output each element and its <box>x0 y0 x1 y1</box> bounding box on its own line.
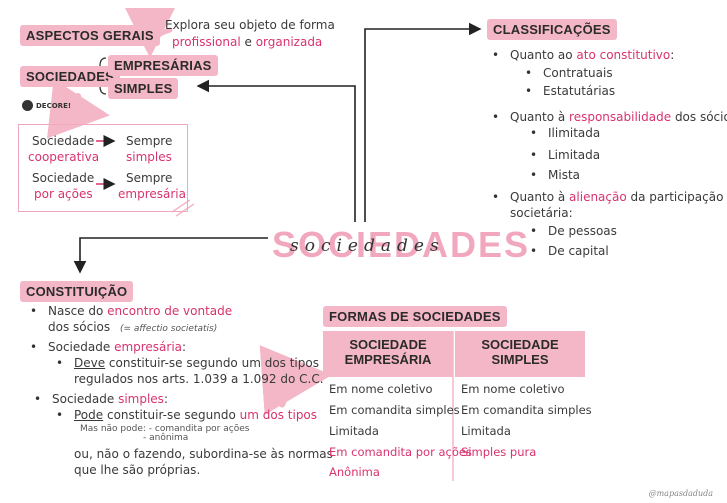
const-b3-line4: que lhe são próprias. <box>74 463 201 477</box>
arrow-to-classificacoes <box>364 22 482 222</box>
class-g1-item: Contratuais <box>525 66 612 82</box>
center-title-block: SOCIEDADES <box>272 224 531 265</box>
table-cell: Limitada <box>461 424 511 438</box>
table-cell: Em comandita simples <box>461 403 592 417</box>
empresarias-box: EMPRESÁRIAS <box>108 55 218 76</box>
g1-hl: ato constitutivo <box>576 48 671 62</box>
b3-sub-u: Pode <box>74 408 104 422</box>
pink-curve-arrow-table <box>259 345 332 415</box>
class-g3-line2: societária: <box>510 206 573 220</box>
class-g1-item: Estatutárias <box>525 84 615 100</box>
const-b1-line2: dos sócios (= affectio societatis) <box>48 320 217 336</box>
table-cell: Limitada <box>329 424 379 438</box>
b2-post: : <box>182 340 187 354</box>
g3-pre: Quanto à <box>510 190 570 204</box>
col2-head-line1: SOCIEDADE <box>481 337 559 352</box>
table-cell: Em nome coletivo <box>329 382 433 396</box>
b1-pre: Nasce do <box>48 304 108 318</box>
example1-left-a: Sociedade <box>32 134 95 148</box>
sociedades-label: SOCIEDADES <box>20 66 120 87</box>
simples-box: SIMPLES <box>108 78 179 99</box>
col2-head-line2: SIMPLES <box>491 351 549 367</box>
class-group1: Quanto ao ato constitutivo: <box>492 48 675 64</box>
arrow-to-aspectos <box>196 79 356 222</box>
table-cell: Em comandita simples <box>329 403 460 417</box>
example1-right-b: simples <box>126 150 172 164</box>
class-group3: Quanto à alienação da participação <box>492 190 724 206</box>
g2-hl: responsabilidade <box>569 110 672 124</box>
center-title: SOCIEDADES sociedades <box>268 222 528 266</box>
const-b3-note-b: - anônima <box>143 433 189 443</box>
example1-right-a: Sempre <box>126 134 173 148</box>
b3-post: : <box>163 392 168 406</box>
table-cell: Em comandita por ações <box>329 445 472 459</box>
table-cell: Anônima <box>329 465 380 479</box>
brain-icon <box>22 100 33 111</box>
g2-pre: Quanto à <box>510 110 570 124</box>
g1-post: : <box>670 48 675 62</box>
const-b2-sub-line2: regulados nos arts. 1.039 a 1.092 do C.C… <box>74 372 324 386</box>
note-organizada: organizada <box>255 35 323 49</box>
example2-left-a: Sociedade <box>32 171 95 185</box>
b3-hl: simples <box>118 392 164 406</box>
const-b3-line3: ou, não o fazendo, subordina-se às norma… <box>74 447 333 461</box>
decore-label: DECORE! <box>36 101 72 110</box>
aspectos-note-line1: Explora seu objeto de forma <box>165 18 335 32</box>
g3-hl: alienação <box>569 190 627 204</box>
const-b2: Sociedade empresária: <box>30 340 187 356</box>
col-empresaria-head: SOCIEDADE EMPRESÁRIA <box>323 331 453 377</box>
b3-pre: Sociedade <box>52 392 119 406</box>
center-title-script: sociedades <box>290 236 445 256</box>
b2-pre: Sociedade <box>48 340 115 354</box>
example-box <box>18 124 188 212</box>
b3-sub-hl: um dos tipos <box>239 408 318 422</box>
example2-right-b: empresária <box>118 187 186 201</box>
note-e: e <box>240 35 256 49</box>
note-profissional: profissional <box>172 35 241 49</box>
class-group2: Quanto à responsabilidade dos sócios: <box>492 110 727 126</box>
col1-head-line2: EMPRESÁRIA <box>344 351 432 367</box>
b1-hl: encontro de vontade <box>107 304 233 318</box>
const-b2-sub: Deve constituir-se segundo um dos tipos <box>56 356 319 372</box>
class-g2-item: Mista <box>530 168 580 184</box>
example2-left-b: por ações <box>34 187 93 201</box>
b1-note: (= affectio societatis) <box>119 324 218 334</box>
class-g2-item: Ilimitada <box>530 126 600 142</box>
const-b3-sub: Pode constituir-se segundo um dos tipos <box>56 408 318 424</box>
decore-badge: DECORE! <box>22 100 71 111</box>
arrow-to-constituicao <box>73 237 268 274</box>
b2-sub-rest: constituir-se segundo um dos tipos <box>105 356 319 370</box>
table-cell: Simples pura <box>461 445 537 459</box>
example1-left-b: cooperativa <box>28 150 100 164</box>
const-b3: Sociedade simples: <box>34 392 168 408</box>
b3-sub-rest: constituir-se segundo <box>103 408 240 422</box>
pink-curve-arrow-box <box>46 78 110 139</box>
aspectos-note-line2: profissional e organizada <box>172 35 322 51</box>
class-g2-item: Limitada <box>530 148 600 164</box>
g2-post: dos sócios: <box>674 110 727 124</box>
constituicao-title: CONSTITUIÇÃO <box>20 281 134 302</box>
col-simples: SOCIEDADE SIMPLES Em nome coletivo Em co… <box>455 331 592 481</box>
g3-post: da participação <box>626 190 724 204</box>
col1-head-line1: SOCIEDADE <box>349 337 427 352</box>
const-b1: Nasce do encontro de vontade <box>30 304 233 320</box>
const-b3-note-a: Mas não pode: - comandita por ações <box>80 424 250 434</box>
table-cell: Em nome coletivo <box>461 382 565 396</box>
formas-title: FORMAS DE SOCIEDADES <box>323 306 507 327</box>
class-g3-item: De pessoas <box>530 224 617 240</box>
col-empresaria: SOCIEDADE EMPRESÁRIA Em nome coletivo Em… <box>323 331 472 481</box>
b2-hl: empresária <box>114 340 183 354</box>
classificacoes-title: CLASSIFICAÇÕES <box>487 19 617 40</box>
example2-right-a: Sempre <box>126 171 173 185</box>
b1-line2: dos sócios <box>48 320 111 334</box>
g1-pre: Quanto ao <box>510 48 577 62</box>
aspectos-gerais-title: ASPECTOS GERAIS <box>20 25 160 46</box>
b2-sub-u: Deve <box>74 356 106 370</box>
col-simples-head: SOCIEDADE SIMPLES <box>455 331 585 377</box>
formas-table: SOCIEDADE EMPRESÁRIA Em nome coletivo Em… <box>323 331 592 481</box>
class-g3-item: De capital <box>530 244 609 260</box>
watermark: @mapasdaduda <box>648 489 713 498</box>
